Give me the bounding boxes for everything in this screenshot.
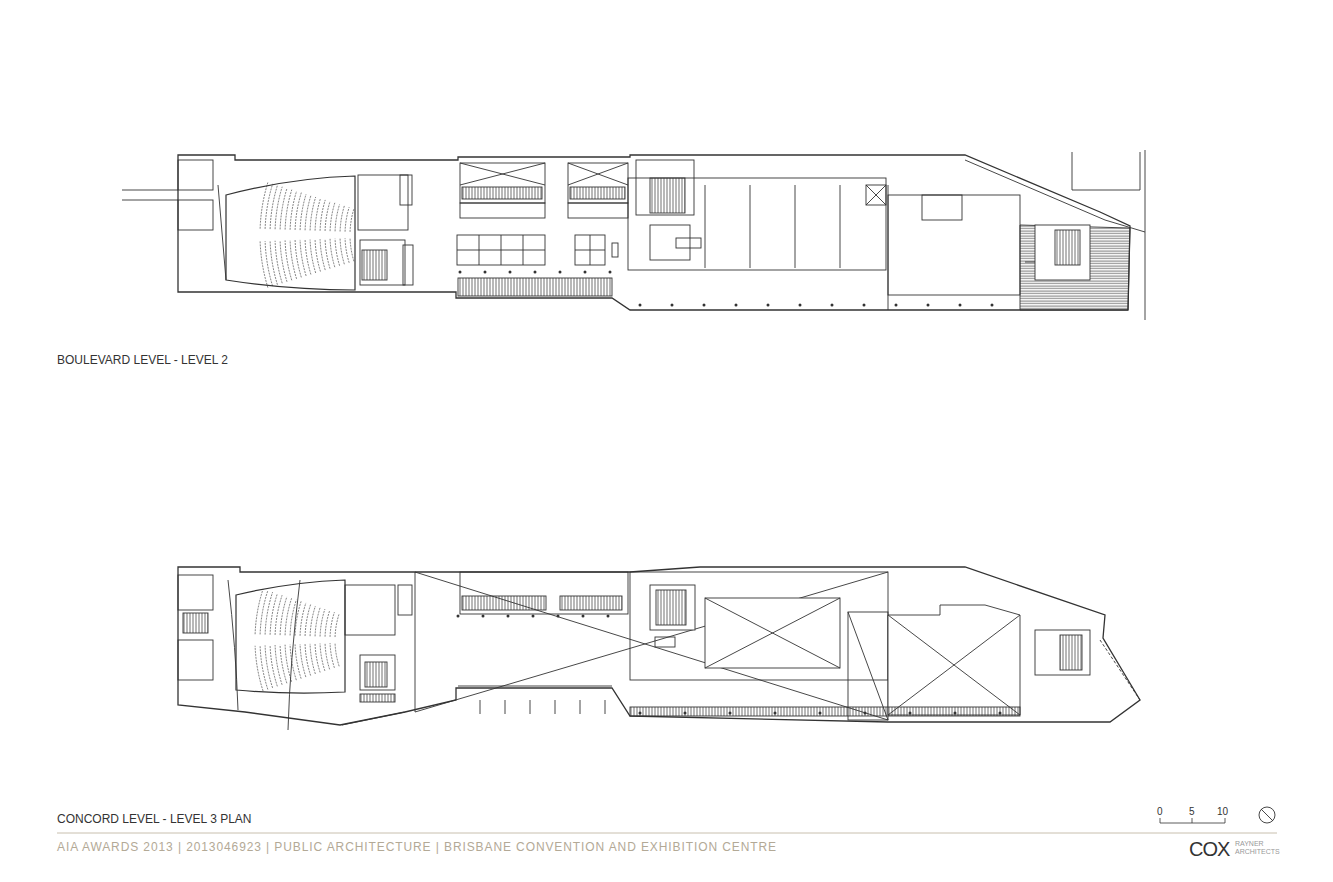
scale-number: 5 xyxy=(1189,806,1195,817)
level-2-plan xyxy=(122,150,1145,320)
north-point xyxy=(1259,807,1275,823)
footer-text: AIA AWARDS 2013 | 2013046923 | PUBLIC AR… xyxy=(57,841,777,854)
logo-subtext: RAYNER ARCHITECTS xyxy=(1235,840,1277,855)
scale-number: 0 xyxy=(1157,806,1163,817)
footer-rule xyxy=(57,833,1277,834)
level-2-columns xyxy=(459,271,994,307)
logo-text: COX xyxy=(1189,838,1229,860)
auditorium-seating xyxy=(255,182,354,691)
level-3-plan xyxy=(178,567,1140,730)
plan-title: BOULEVARD LEVEL - LEVEL 2 xyxy=(57,354,228,367)
scale-number: 10 xyxy=(1217,806,1228,817)
scale-bar xyxy=(1160,818,1225,823)
plan-title: CONCORD LEVEL - LEVEL 3 PLAN xyxy=(57,813,252,826)
level-3-columns xyxy=(457,615,1002,715)
